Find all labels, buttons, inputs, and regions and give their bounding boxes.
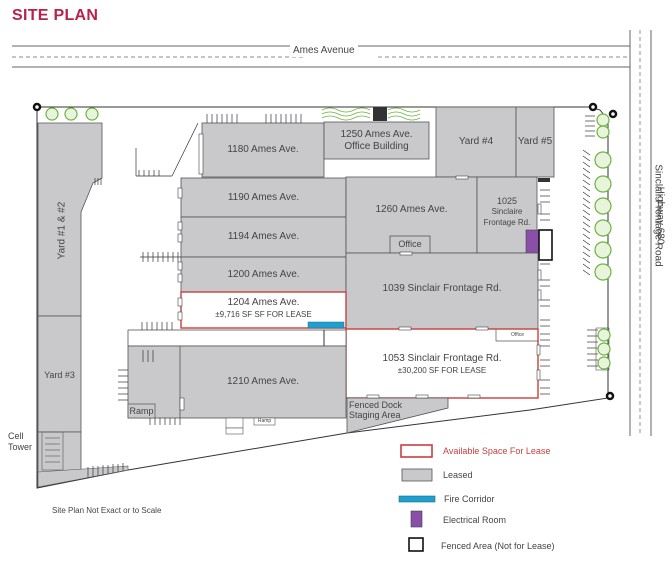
building-1194	[180, 216, 347, 258]
building-1210	[127, 345, 347, 419]
yard-5-area	[515, 106, 555, 178]
building-1200-label: 1200 Ames Ave.	[227, 269, 300, 280]
building-1039	[345, 252, 539, 330]
parking-stripes	[87, 114, 598, 478]
building-1200	[180, 256, 347, 293]
ames-avenue-label: Ames Avenue	[290, 45, 358, 57]
legend-available-label: Available Space For Lease	[443, 446, 551, 456]
landscaping	[321, 107, 421, 121]
building-1194-label: 1194 Ames Ave.	[227, 231, 300, 242]
fenced-area	[538, 229, 553, 261]
scale-disclaimer: Site Plan Not Exact or to Scale	[52, 506, 162, 515]
fire-corridor	[307, 321, 345, 329]
trees	[45, 107, 612, 370]
building-1180-label: 1180 Ames Ave.	[227, 144, 299, 155]
yard-1-2-label: Yard #1 & #2	[56, 201, 68, 260]
building-1053	[345, 328, 539, 399]
cell-tower-label: Cell Tower	[8, 431, 33, 452]
page-title: SITE PLAN	[12, 7, 99, 24]
ramp-south	[253, 417, 276, 426]
legend-leased-label: Leased	[443, 470, 473, 480]
office-1260-label: Office	[398, 239, 422, 249]
legend-fenced-area-label: Fenced Area (Not for Lease)	[441, 541, 555, 551]
building-1250-label: 1250 Ames Ave. Office Building	[340, 129, 413, 152]
legend-electrical-room-label: Electrical Room	[443, 515, 507, 525]
highway-680-label: Highway 680	[654, 186, 666, 245]
building-1250	[323, 121, 430, 160]
ramp-west-label: Ramp	[129, 406, 154, 416]
ramp-south-label: Ramp	[257, 418, 272, 424]
yard-1-2-area	[37, 122, 103, 317]
yard-3-label: Yard #3	[44, 370, 75, 380]
ramp-west	[127, 403, 156, 419]
fenced-dock-label: Fenced Dock Staging Area	[349, 400, 403, 420]
building-1053-label: 1053 Sinclair Frontage Rd. ±30,200 SF FO…	[382, 353, 502, 375]
yard-5-label: Yard #5	[517, 136, 553, 147]
building-1039-label: 1039 Sinclair Frontage Rd.	[382, 283, 502, 294]
building-1210-label: 1210 Ames Ave.	[226, 376, 300, 387]
boundary-markers	[32, 102, 618, 401]
sinclair-frontage-road	[629, 30, 652, 436]
building-1025-label: 1025 Sinclaire Frontage Rd.	[483, 196, 531, 227]
legend-fire-corridor-label: Fire Corridor	[444, 494, 495, 504]
legend-swatches	[398, 444, 436, 552]
yard-4-label: Yard #4	[458, 136, 494, 147]
building-1260-label: 1260 Ames Ave.	[375, 204, 448, 215]
building-1190-label: 1190 Ames Ave.	[227, 192, 300, 203]
building-1204-label: 1204 Ames Ave. ±9,716 SF SF FOR LEASE	[215, 297, 312, 319]
office-1053-label: Office	[511, 332, 524, 338]
fenced-dock-staging	[346, 397, 449, 434]
building-1180	[201, 122, 325, 178]
